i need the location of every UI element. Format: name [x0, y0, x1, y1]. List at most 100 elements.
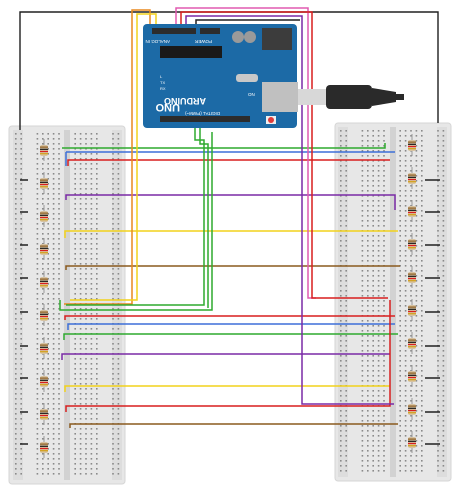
breadboard-hole: [47, 198, 49, 200]
resistor[interactable]: [408, 299, 416, 321]
green-wire-3[interactable]: [63, 333, 398, 340]
breadboard-hole: [415, 320, 418, 322]
breadboard-hole: [377, 140, 380, 142]
breadboard-hole: [415, 275, 418, 277]
red-wire-2[interactable]: [64, 315, 395, 320]
breadboard-hole: [377, 170, 380, 172]
green-wire-1[interactable]: [62, 143, 386, 149]
breadboard-hole: [361, 445, 364, 447]
resistor[interactable]: [40, 436, 48, 458]
breadboard-hole: [90, 398, 93, 400]
breadboard-hole: [117, 273, 120, 275]
resistor[interactable]: [408, 134, 416, 156]
breadboard-hole: [383, 355, 385, 357]
breadboard-hole: [36, 373, 39, 375]
breadboard-hole: [367, 470, 369, 472]
resistor[interactable]: [408, 431, 416, 453]
breadboard-hole: [85, 413, 87, 415]
resistor[interactable]: [40, 337, 48, 359]
resistor[interactable]: [408, 398, 416, 420]
breadboard-hole: [372, 290, 374, 292]
breadboard-hole: [36, 283, 39, 285]
breadboard-hole: [15, 333, 17, 335]
breadboard-hole: [442, 155, 445, 157]
breadboard-hole: [437, 165, 439, 167]
resistor[interactable]: [40, 172, 48, 194]
breadboard-hole: [340, 400, 342, 402]
resistor[interactable]: [408, 200, 416, 222]
breadboard-hole: [377, 420, 380, 422]
breadboard-hole: [410, 395, 412, 397]
purple-wire-1[interactable]: [65, 194, 396, 210]
breadboard-hole: [79, 288, 82, 290]
resistor[interactable]: [40, 370, 48, 392]
black-wire-left-ground[interactable]: [20, 179, 28, 445]
green-wire-arduino-2[interactable]: [199, 128, 209, 308]
breadboard-hole: [404, 235, 407, 237]
resistor-band: [40, 214, 48, 216]
resistor[interactable]: [40, 304, 48, 326]
breadboard-hole: [90, 363, 93, 365]
breadboard-hole: [79, 373, 82, 375]
breadboard-hole: [117, 233, 120, 235]
orange-wire[interactable]: [64, 9, 151, 305]
brown-wire-2[interactable]: [69, 423, 398, 428]
arduino-model-text: UNO: [155, 101, 180, 113]
black-wire-arduino[interactable]: [195, 19, 300, 25]
resistor[interactable]: [408, 233, 416, 255]
breadboard-hole: [52, 413, 55, 415]
red-wire-arduino[interactable]: [180, 11, 388, 299]
black-wire-right-ground[interactable]: [425, 179, 440, 445]
pink-wire[interactable]: [175, 7, 316, 299]
resistor[interactable]: [408, 266, 416, 288]
green-wire-arduino[interactable]: [66, 128, 205, 306]
breadboard-hole: [437, 450, 439, 452]
breadboard-hole: [404, 150, 407, 152]
breadboard-hole: [15, 443, 17, 445]
yellow-wire-2[interactable]: [64, 385, 390, 392]
breadboard-hole: [399, 305, 401, 307]
breadboard-hole: [112, 468, 114, 470]
breadboard-hole: [399, 320, 401, 322]
purple-wire-2[interactable]: [61, 353, 390, 360]
breadboard-hole: [96, 363, 98, 365]
breadboard-hole: [36, 273, 39, 275]
breadboard-hole: [47, 278, 49, 280]
resistor[interactable]: [40, 238, 48, 260]
arduino-board[interactable]: ARDUINO UNO POWER ANALOG IN DIGITAL (PWM…: [143, 24, 298, 128]
usb-cable[interactable]: [298, 85, 404, 109]
breadboard-hole: [442, 300, 445, 302]
red-wire-3[interactable]: [65, 300, 391, 412]
breadboard-hole: [74, 453, 76, 455]
resistor[interactable]: [40, 205, 48, 227]
yellow-wire-1[interactable]: [64, 230, 398, 238]
breadboard-hole: [410, 135, 412, 137]
breadboard-hole: [383, 330, 385, 332]
yellow-wire-arduino[interactable]: [70, 13, 157, 301]
red-wire-1[interactable]: [67, 159, 390, 166]
breadboard-hole: [79, 193, 82, 195]
breadboard-hole: [404, 155, 407, 157]
green-wire-2[interactable]: [59, 132, 213, 311]
resistor[interactable]: [408, 365, 416, 387]
breadboard-hole: [85, 263, 87, 265]
resistor[interactable]: [40, 403, 48, 425]
breadboard-hole: [36, 473, 39, 475]
breadboard-hole: [361, 425, 364, 427]
brown-wire-1[interactable]: [65, 265, 400, 270]
breadboard-hole: [112, 358, 114, 360]
breadboard-hole: [415, 195, 418, 197]
resistor[interactable]: [408, 332, 416, 354]
resistor[interactable]: [40, 139, 48, 161]
blue-wire-2[interactable]: [67, 323, 395, 330]
breadboard-hole: [383, 455, 385, 457]
purple-wire-arduino[interactable]: [185, 15, 394, 405]
breadboard-hole: [437, 455, 439, 457]
usb-port[interactable]: [262, 82, 298, 112]
resistor[interactable]: [40, 271, 48, 293]
resistor[interactable]: [408, 167, 416, 189]
breadboard-hole: [52, 318, 55, 320]
breadboard-hole: [20, 333, 22, 335]
right-breadboard[interactable]: [334, 122, 452, 482]
breadboard-hole: [399, 145, 401, 147]
